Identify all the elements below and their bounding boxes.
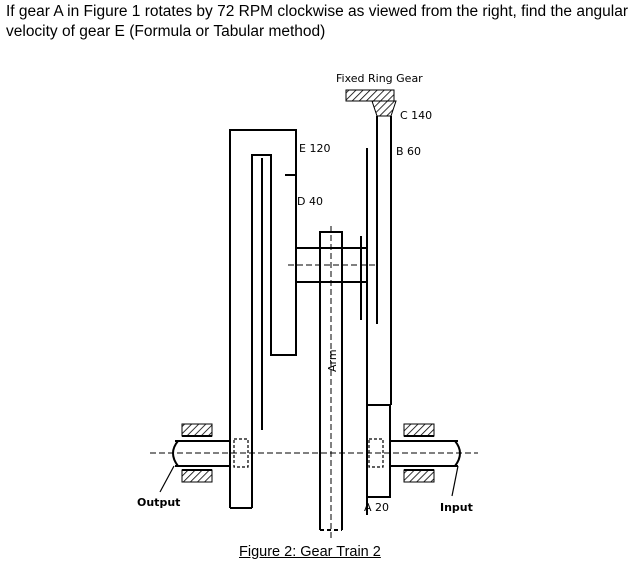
- output-pointer: [159, 465, 175, 493]
- gear-e: [229, 129, 297, 509]
- question-line-1: If gear A in Figure 1 rotates by 72 RPM …: [6, 3, 629, 20]
- input-label: Input: [440, 501, 473, 514]
- gear-d: [261, 158, 296, 430]
- gear-d-label: D 40: [297, 195, 323, 208]
- fixed-ring-gear-label: Fixed Ring Gear: [336, 72, 423, 85]
- question-text: If gear A in Figure 1 rotates by 72 RPM …: [6, 2, 636, 42]
- main-shaft: [150, 438, 478, 468]
- gear-a: [366, 404, 391, 498]
- gear-e-label: E 120: [299, 142, 330, 155]
- arm: [319, 226, 343, 540]
- input-pointer: [451, 465, 459, 497]
- fixed-ring-gear: [345, 89, 397, 117]
- gear-c-label: C 140: [400, 109, 432, 122]
- bearing-left: [181, 423, 213, 483]
- figure-caption: Figure 2: Gear Train 2: [239, 544, 381, 560]
- gear-c: [376, 116, 392, 405]
- bearing-right: [403, 423, 435, 483]
- gear-b-label: B 60: [396, 145, 421, 158]
- gear-a-label: A 20: [364, 501, 389, 514]
- arm-label: Arm: [326, 349, 339, 372]
- question-line-2: velocity of gear E (Formula or Tabular m…: [6, 23, 326, 40]
- output-label: Output: [137, 496, 180, 509]
